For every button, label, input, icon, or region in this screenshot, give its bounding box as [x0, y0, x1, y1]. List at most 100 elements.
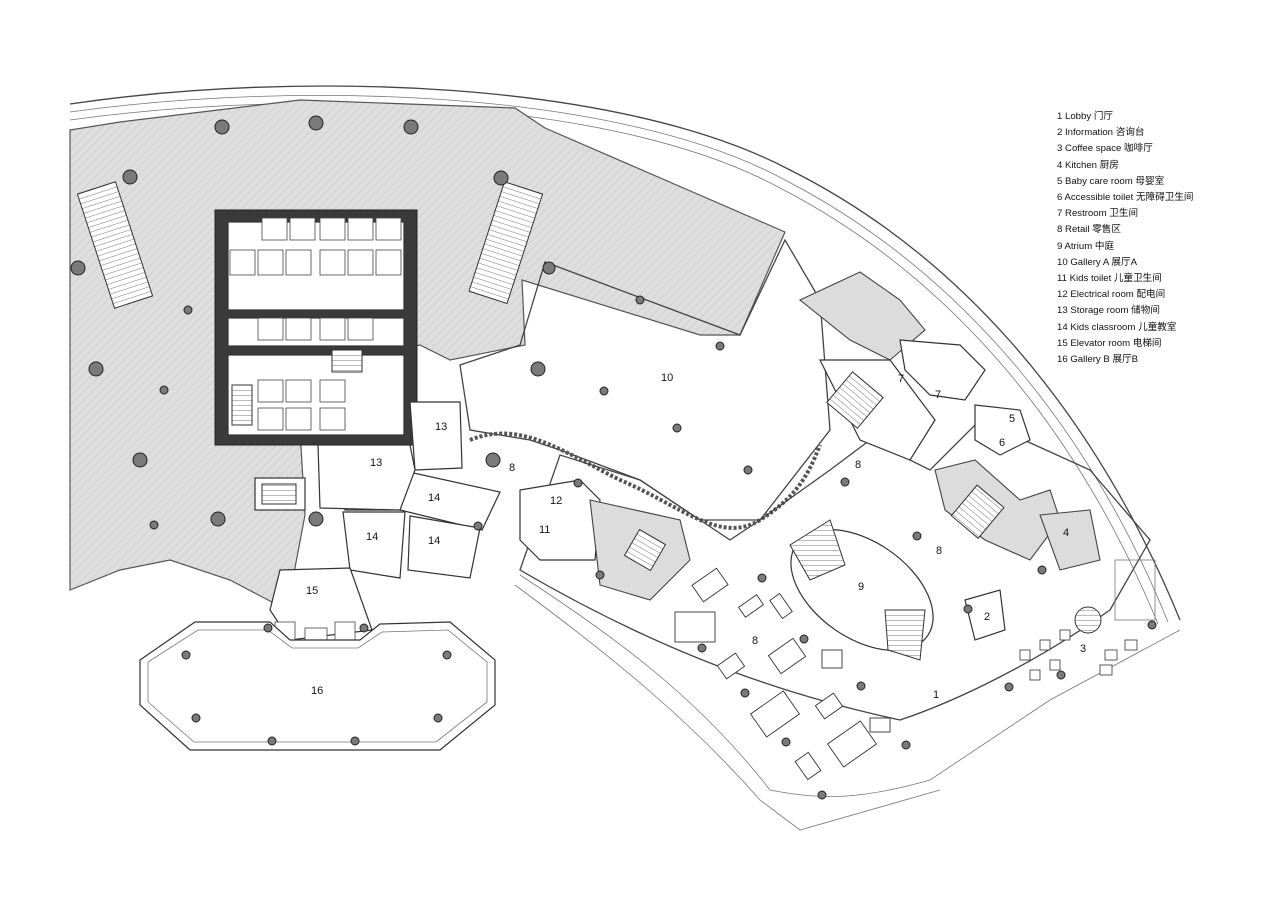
gallery-b-outline [139, 621, 496, 751]
label-elevator-room: 15 [306, 585, 318, 597]
legend-name-zh: 电梯间 [1132, 337, 1162, 349]
legend-name-en: Kids classroom [1070, 321, 1136, 333]
label-restroom-b: 7 [935, 389, 941, 401]
legend-number: 9 [1057, 240, 1063, 252]
label-classroom-a: 14 [428, 492, 440, 504]
label-retail-a: 8 [509, 462, 515, 474]
label-classroom-c: 14 [428, 535, 440, 547]
legend-number: 5 [1057, 175, 1063, 187]
label-retail-c: 8 [936, 545, 942, 557]
legend-name-en: Gallery B [1070, 354, 1110, 366]
legend-item: 8 Retail 零售区 [1057, 222, 1272, 238]
coffee-area [1019, 559, 1156, 681]
legend-name-zh: 无障碍卫生间 [1135, 192, 1194, 204]
atrium [789, 519, 934, 661]
legend-number: 3 [1057, 143, 1063, 155]
legend-name-en: Restroom [1065, 208, 1107, 220]
label-classroom-b: 14 [366, 531, 378, 543]
legend-item: 11 Kids toilet 儿童卫生间 [1057, 271, 1272, 287]
legend-name-zh: 卫生间 [1109, 208, 1139, 220]
legend-number: 14 [1057, 321, 1068, 333]
label-retail-b: 8 [855, 459, 861, 471]
label-atrium: 9 [858, 581, 864, 593]
service-right [798, 271, 1101, 641]
label-gallery-b: 16 [311, 685, 323, 697]
lobby-outline [519, 419, 1151, 721]
legend-item: 7 Restroom 卫生间 [1057, 206, 1272, 222]
legend-name-en: Storage room [1070, 305, 1129, 317]
legend-number: 8 [1057, 224, 1063, 236]
legend-item: 3 Coffee space 咖啡厅 [1057, 141, 1272, 157]
legend-name-en: Lobby [1065, 111, 1092, 122]
legend-name-zh: 儿童卫生间 [1113, 273, 1162, 285]
legend-number: 6 [1057, 192, 1063, 204]
legend-name-en: Gallery A [1070, 256, 1109, 268]
legend-item: 1 Lobby 门厅 [1057, 109, 1272, 125]
legend-number: 15 [1057, 337, 1068, 349]
label-accessible-toilet: 6 [999, 437, 1005, 449]
legend-number: 4 [1057, 159, 1063, 171]
legend-item: 5 Baby care room 母婴室 [1057, 174, 1272, 190]
label-retail-d: 8 [752, 635, 758, 647]
legend-name-en: Elevator room [1070, 337, 1131, 349]
label-kitchen: 4 [1063, 527, 1069, 539]
legend-name-en: Kids toilet [1069, 273, 1112, 285]
gallery-a-screen [469, 431, 822, 530]
legend-name-en: Baby care room [1065, 175, 1133, 187]
legend-name-en: Information [1065, 127, 1114, 139]
legend-name-en: Retail [1065, 224, 1090, 236]
legend-name-en: Kitchen [1065, 159, 1098, 171]
legend-item: 13 Storage room 储物间 [1057, 303, 1272, 319]
legend-number: 16 [1057, 354, 1068, 366]
label-babycare: 5 [1009, 413, 1015, 425]
legend-item: 16 Gallery B 展厅B [1057, 352, 1272, 368]
legend-name-zh: 展厅A [1111, 256, 1138, 268]
legend-number: 12 [1057, 289, 1068, 301]
legend-item: 12 Electrical room 配电间 [1057, 287, 1272, 303]
escalator-left [76, 181, 154, 309]
gallery-b-zone [139, 567, 496, 751]
legend-item: 10 Gallery A 展厅A [1057, 255, 1272, 271]
label-coffee: 3 [1080, 643, 1086, 655]
label-lobby: 1 [933, 689, 939, 701]
legend-item: 14 Kids classroom 儿童教室 [1057, 320, 1272, 336]
label-storage-b: 13 [370, 457, 382, 469]
service-left [519, 479, 691, 601]
legend-name-zh: 母婴室 [1135, 175, 1165, 187]
legend-name-zh: 中庭 [1094, 240, 1115, 252]
escalator-right [468, 181, 544, 305]
legend-name-en: Accessible toilet [1064, 192, 1134, 204]
legend-item: 15 Elevator room 电梯间 [1057, 336, 1272, 352]
legend-number: 7 [1057, 208, 1063, 220]
display-cases [674, 567, 891, 781]
legend-name-en: Coffee space [1065, 143, 1122, 155]
label-electrical: 12 [550, 495, 562, 507]
core-block [214, 209, 418, 446]
legend-number: 1 [1057, 111, 1063, 122]
label-information: 2 [984, 611, 990, 623]
legend-item: 4 Kitchen 厨房 [1057, 158, 1272, 174]
label-restroom-a: 7 [898, 373, 904, 385]
label-kids-toilet: 11 [539, 524, 550, 536]
legend-name-zh: 厨房 [1099, 159, 1119, 171]
legend-name-zh: 门厅 [1093, 111, 1114, 122]
label-gallery-a: 10 [661, 372, 673, 384]
legend-number: 11 [1057, 273, 1067, 285]
legend-item: 6 Accessible toilet 无障碍卫生间 [1057, 190, 1272, 206]
legend-name-zh: 儿童教室 [1138, 321, 1177, 333]
legend-name-zh: 咖啡厅 [1124, 143, 1153, 155]
legend-name-zh: 展厅B [1112, 354, 1139, 366]
legend-name-zh: 咨询台 [1115, 127, 1145, 139]
room-labels: 1 2 3 4 5 6 7 7 8 8 8 8 9 10 11 12 13 13… [306, 372, 1086, 701]
label-storage-a: 13 [435, 421, 447, 433]
structural-columns [70, 115, 1157, 800]
legend-name-zh: 储物间 [1131, 305, 1160, 317]
legend-number: 13 [1057, 305, 1068, 317]
kids-zone [254, 401, 501, 579]
legend-name-zh: 零售区 [1092, 224, 1121, 236]
legend-item: 2 Information 咨询台 [1057, 125, 1272, 141]
legend-name-en: Atrium [1064, 240, 1093, 252]
legend-name-zh: 配电间 [1136, 289, 1166, 301]
legend-number: 2 [1057, 127, 1063, 139]
